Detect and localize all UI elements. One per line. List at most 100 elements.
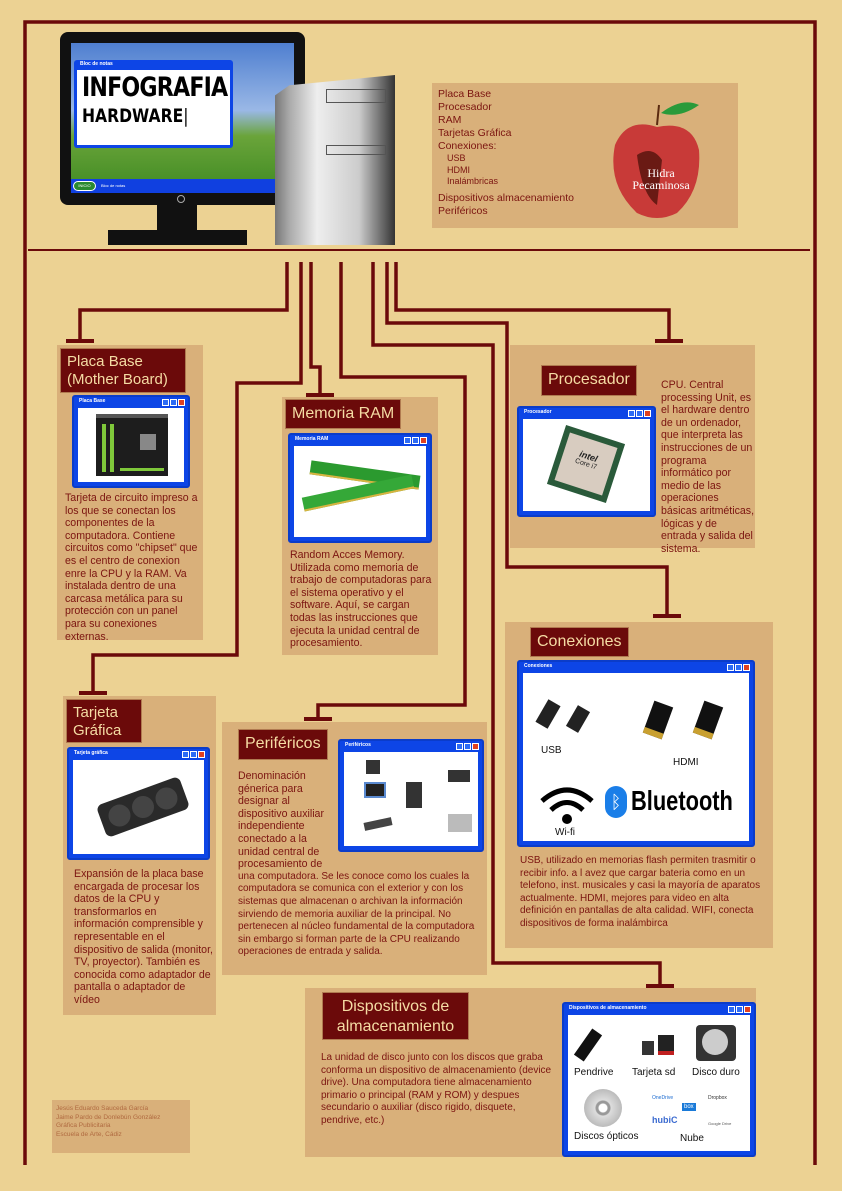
window-controls[interactable] <box>628 410 651 417</box>
index-panel: Placa Base Procesador RAM Tarjetas Gráfi… <box>432 83 738 228</box>
credit-line: Escuela de Arte, Cádiz <box>56 1130 122 1138</box>
wifi-icon <box>538 785 596 830</box>
bluetooth-label: Bluetooth <box>631 785 733 816</box>
sd-card-icon <box>658 1035 674 1055</box>
window-controls[interactable] <box>162 399 185 406</box>
optical-label: Discos ópticos <box>574 1131 639 1142</box>
bluetooth-icon: ᛒ <box>605 786 627 818</box>
notepad-window: Bloc de notas INFOGRAFIA HARDWARE| <box>74 60 233 148</box>
perifericos-panel: Periféricos Periféricos Denominación gén… <box>222 722 487 975</box>
index-subitem: USB <box>447 153 466 163</box>
placa-base-panel: Placa Base (Mother Board) Placa Base Tar… <box>57 345 203 643</box>
window-title: Conexiones <box>524 663 553 669</box>
placa-base-window: Placa Base <box>72 395 190 488</box>
optical-disc-icon <box>584 1089 622 1127</box>
infographic-subtitle: HARDWARE| <box>82 105 189 127</box>
cloud-service: Dropbox <box>708 1095 727 1101</box>
perifericos-title: Periféricos <box>238 729 328 760</box>
notepad-title: Bloc de notas <box>80 61 113 67</box>
window-title: Memoria RAM <box>295 436 329 442</box>
procesador-title: Procesador <box>541 365 637 396</box>
tarjeta-title: Tarjeta Gráfica <box>66 699 142 743</box>
ram-window: Memoria RAM <box>288 433 432 543</box>
line-almacenamiento <box>371 262 662 985</box>
window-controls[interactable] <box>728 1006 751 1013</box>
frame <box>23 20 817 1165</box>
window-controls[interactable] <box>404 437 427 444</box>
peripherals-image <box>344 752 478 846</box>
monitor: Bloc de notas INFOGRAFIA HARDWARE| INICI… <box>60 32 305 205</box>
line-placa-base <box>78 262 289 340</box>
apple-logo: Hidra Pecaminosa <box>607 95 707 220</box>
logo-text: Hidra Pecaminosa <box>632 166 690 192</box>
window-title: Procesador <box>524 409 552 415</box>
ram-image <box>294 446 426 537</box>
index-item: Conexiones: <box>438 140 497 152</box>
almacenamiento-title: Dispositivos de almacenamiento <box>322 992 469 1040</box>
window-title: Tarjeta gráfica <box>74 750 108 756</box>
index-subitem: Inalámbricas <box>447 176 499 186</box>
almacenamiento-panel: Dispositivos de almacenamiento La unidad… <box>305 988 756 1157</box>
infographic-title: INFOGRAFIA <box>82 72 228 103</box>
pc-tower <box>275 75 395 245</box>
perifericos-description-narrow: Denominación génerica para designar al d… <box>238 770 324 871</box>
drive-bay <box>326 89 386 103</box>
credit-line: Gráfica Publicitaria <box>56 1122 111 1129</box>
window-controls[interactable] <box>727 664 750 671</box>
credit-line: Jesús Eduardo Sauceda García <box>56 1105 149 1112</box>
line-procesador <box>394 262 671 340</box>
cloud-service: box <box>682 1103 696 1111</box>
ram-description: Random Acces Memory. Utilizada como memo… <box>290 549 432 650</box>
hdd-label: Disco duro <box>692 1067 740 1078</box>
window-controls[interactable] <box>456 743 479 750</box>
tarjeta-window: Tarjeta gráfica <box>67 747 210 860</box>
cloud-label: Nube <box>680 1133 704 1144</box>
monitor-stand <box>157 205 197 230</box>
placa-base-title: Placa Base (Mother Board) <box>60 348 186 393</box>
placa-base-description: Tarjeta de circuito impreso a los que se… <box>65 492 198 643</box>
ram-panel: Memoria RAM Memoria RAM Random Acces Mem… <box>282 397 438 655</box>
cloud-service: OneDrive <box>652 1095 674 1101</box>
usb-cable-icon <box>535 699 561 729</box>
window-controls[interactable] <box>182 751 205 758</box>
hdmi-label: HDMI <box>673 757 699 768</box>
cloud-service: hubiC <box>652 1115 678 1125</box>
desktop-screen: Bloc de notas INFOGRAFIA HARDWARE| INICI… <box>71 43 294 193</box>
usb-cable-icon <box>565 705 591 733</box>
index-subitem: HDMI <box>447 164 470 175</box>
line-tarjeta <box>91 262 303 692</box>
perifericos-window: Periféricos <box>338 739 484 852</box>
tarjeta-panel: Tarjeta Gráfica Tarjeta gráfica Expansió… <box>63 696 216 1015</box>
line-ram <box>309 262 322 394</box>
line-perifericos <box>316 262 467 718</box>
pendrive-label: Pendrive <box>574 1067 614 1078</box>
storage-image: Pendrive Tarjeta sd Disco duro Discos óp… <box>568 1015 750 1151</box>
ram-title: Memoria RAM <box>285 399 402 429</box>
sd-card-icon <box>642 1041 654 1055</box>
hard-drive-icon <box>696 1025 736 1061</box>
index-item: Procesador <box>438 101 492 113</box>
index-item: RAM <box>438 114 462 126</box>
monitor-base <box>108 230 247 245</box>
almacenamiento-description: La unidad de disco junto con los discos … <box>321 1052 552 1126</box>
index-item: Dispositivos almacenamiento <box>438 191 574 204</box>
wifi-label: Wi-fi <box>555 827 575 838</box>
hdmi-cable-icon <box>692 700 724 740</box>
index-item: Periféricos <box>438 204 488 217</box>
procesador-description: CPU. Central processing Unit, es el hard… <box>661 379 755 555</box>
conexiones-panel: Conexiones Conexiones USB HDMI Wi-fi ᛒ B… <box>505 622 773 948</box>
tarjeta-description: Expansión de la placa base encargada de … <box>74 868 213 1006</box>
start-button[interactable]: INICIO <box>73 181 96 191</box>
window-title: Periféricos <box>345 742 371 748</box>
sd-label: Tarjeta sd <box>632 1067 676 1078</box>
index-list: Placa Base Procesador RAM Tarjetas Gráfi… <box>438 88 574 218</box>
credits-panel: Jesús Eduardo Sauceda García Jaime Pardo… <box>52 1100 190 1153</box>
usb-label: USB <box>541 745 562 756</box>
line-conexiones <box>385 262 669 615</box>
taskbar-item[interactable]: Bloc de notas <box>101 183 126 188</box>
front-panel <box>326 145 386 155</box>
